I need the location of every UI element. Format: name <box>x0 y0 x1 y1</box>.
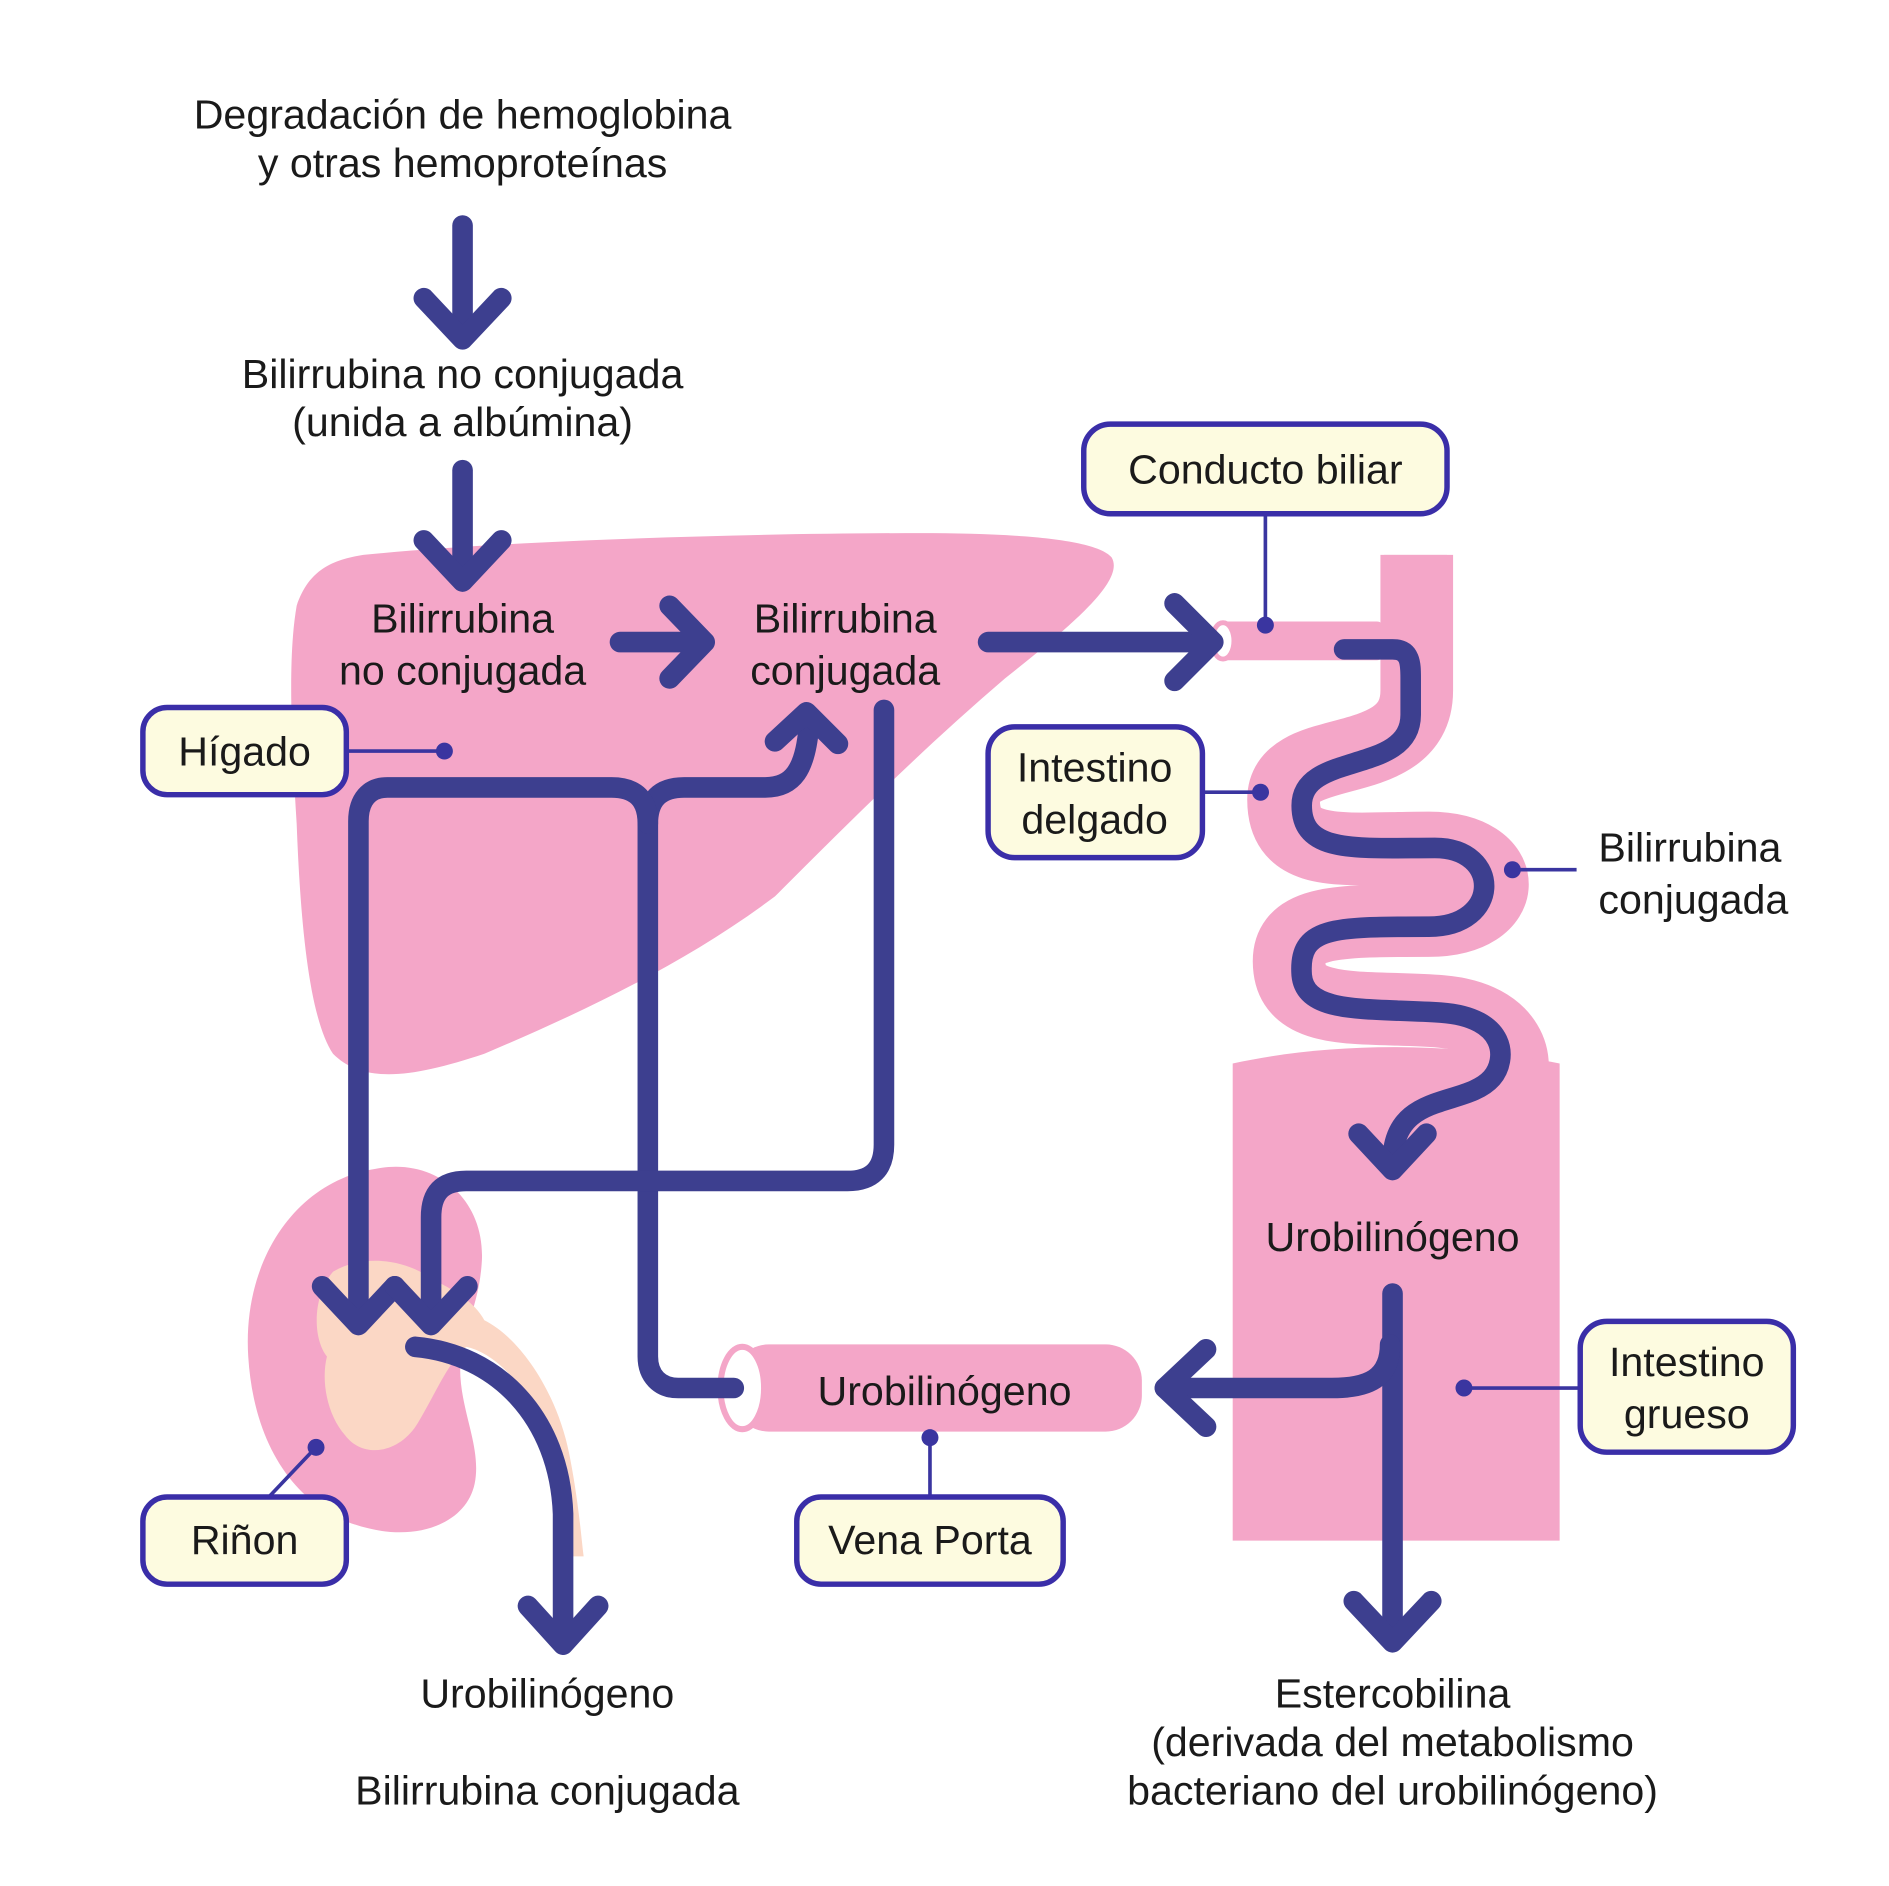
urine-urobilinogen: Urobilinógeno <box>420 1671 674 1717</box>
stercobilin-line1: Estercobilina <box>1275 1671 1511 1717</box>
arrow-small-intestine-flow <box>1291 639 1511 1174</box>
label-portal-vein: Vena Porta <box>794 1494 1066 1587</box>
stercobilin-line2: (derivada del metabolismo <box>1151 1719 1634 1765</box>
label-kidney: Riñon <box>140 1494 350 1587</box>
large-intestine-urobilinogen: Urobilinógeno <box>1266 1214 1520 1260</box>
label-large-intestine-line2: grueso <box>1624 1391 1750 1437</box>
arrow-portal-branch-kidney <box>348 777 659 1333</box>
arrow-liver-to-kidney <box>420 699 895 1333</box>
arrowhead <box>413 530 512 592</box>
label-portal-vein-text: Vena Porta <box>828 1517 1032 1563</box>
intestine-conj-line2: conjugada <box>1598 876 1788 922</box>
label-small-intestine: Intestino delgado <box>985 724 1206 861</box>
label-liver-text: Hígado <box>178 729 311 775</box>
arrowhead <box>764 702 849 755</box>
leader-dot <box>435 742 453 760</box>
arrow-to-portal-vein <box>1154 1334 1401 1399</box>
arrowhead <box>1343 1590 1442 1653</box>
arrowhead <box>1154 1338 1217 1438</box>
label-large-intestine: Intestino grueso <box>1577 1318 1797 1455</box>
source-text-line2: y otras hemoproteínas <box>258 140 668 186</box>
label-kidney-text: Riñon <box>191 1517 299 1563</box>
unconj-blood-line2: (unida a albúmina) <box>292 399 633 445</box>
leader-dot <box>1455 1379 1473 1397</box>
duodenum-top <box>1384 554 1448 628</box>
portal-vein-tube <box>732 1344 1142 1432</box>
leader-dot <box>1252 783 1270 801</box>
liver-conj-line2: conjugada <box>750 647 940 693</box>
arrowhead <box>1164 593 1224 692</box>
urine-conjugated-bilirubin: Bilirrubina conjugada <box>355 1768 739 1814</box>
unconj-blood-line1: Bilirrubina no conjugada <box>242 351 684 397</box>
arrowhead <box>1348 1123 1437 1181</box>
label-small-intestine-line2: delgado <box>1021 796 1167 842</box>
label-large-intestine-line1: Intestino <box>1609 1339 1765 1385</box>
label-liver: Hígado <box>140 704 350 798</box>
leader-dot <box>307 1438 325 1456</box>
leader-dot <box>1503 861 1521 879</box>
source-text-line1: Degradación de hemoglobina <box>194 92 732 138</box>
label-bile-duct-text: Conducto biliar <box>1128 446 1403 492</box>
liver-conj-line1: Bilirrubina <box>754 595 937 641</box>
liver-unconj-line2: no conjugada <box>339 647 586 693</box>
arrowhead <box>659 595 716 689</box>
arrow-portal-to-liver <box>637 716 820 1399</box>
leader-dot <box>921 1429 939 1447</box>
label-small-intestine-line1: Intestino <box>1017 744 1173 790</box>
liver-shape <box>291 533 1114 1075</box>
arrowhead <box>384 1275 478 1336</box>
leader-dot <box>1256 616 1274 634</box>
label-bile-duct: Conducto biliar <box>1081 421 1450 517</box>
intestine-conj-line1: Bilirrubina <box>1598 824 1781 870</box>
kidney-pelvis <box>316 1260 584 1557</box>
arrowhead <box>517 1595 609 1656</box>
liver-unconj-line1: Bilirrubina <box>371 595 554 641</box>
portal-urobilinogen: Urobilinógeno <box>818 1368 1072 1414</box>
arrowhead <box>413 287 512 350</box>
arrow-kidney-to-urine <box>405 1336 574 1651</box>
arrowhead <box>311 1275 406 1336</box>
leader-kidney <box>267 1447 317 1499</box>
stercobilin-line3: bacteriano del urobilinógeno) <box>1127 1768 1658 1814</box>
